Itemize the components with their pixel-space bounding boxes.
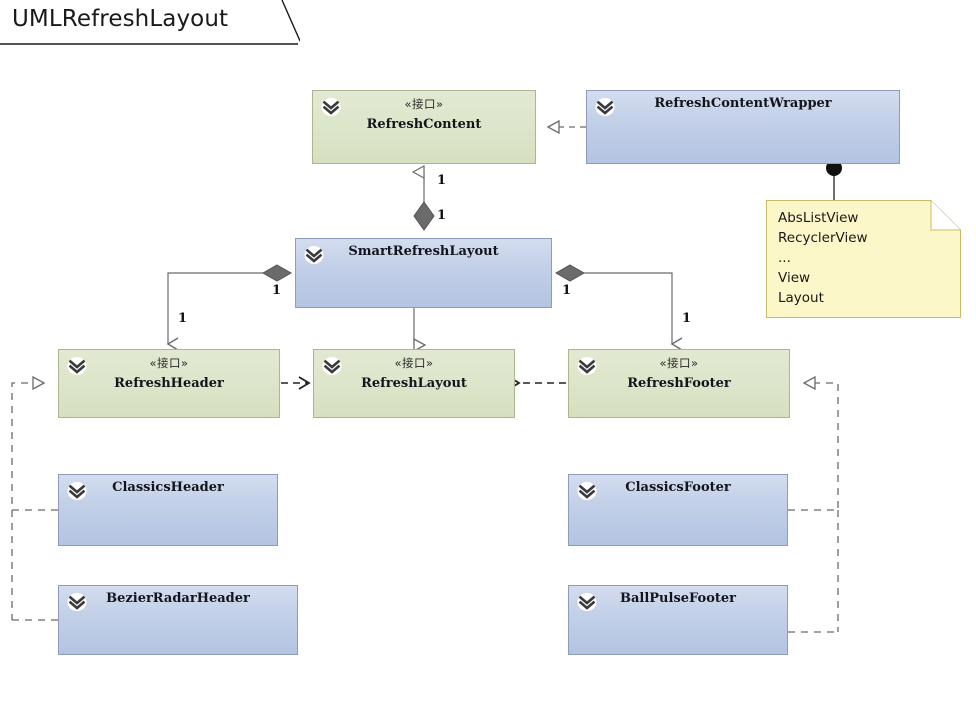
class-name-label: BallPulseFooter: [619, 591, 737, 606]
page-title: UMLRefreshLayout: [12, 6, 229, 32]
multiplicity-m-footer-arrow: 1: [682, 311, 692, 326]
note-line: AbsListView: [778, 210, 859, 226]
class-name-label: ClassicsFooter: [625, 480, 731, 495]
note-line: View: [778, 270, 811, 286]
class-node-refresh-layout[interactable]: «接口» RefreshLayout: [313, 349, 515, 418]
class-node-refresh-footer[interactable]: «接口» RefreshFooter: [568, 349, 790, 418]
double-chevron-down-icon: [67, 593, 87, 611]
double-chevron-down-icon: [321, 97, 341, 117]
class-node-smart-refresh-layout[interactable]: SmartRefreshLayout: [295, 238, 552, 308]
double-chevron-down-icon: [595, 98, 615, 116]
multiplicity-m-header-arrow: 1: [178, 311, 188, 326]
class-node-bezier-radar-header[interactable]: BezierRadarHeader: [58, 585, 298, 655]
edge-srl-composes-header: [166, 264, 293, 351]
class-name-label: RefreshHeader: [114, 376, 224, 391]
double-chevron-down-icon: [577, 481, 597, 501]
stereotype-label: «接口»: [394, 356, 434, 370]
double-chevron-down-icon: [577, 592, 597, 612]
class-name-label: BezierRadarHeader: [106, 591, 250, 606]
class-name-label: RefreshContent: [366, 117, 482, 132]
edge-wrapper-note-link: [826, 160, 842, 200]
double-chevron-down-icon: [595, 97, 615, 117]
note-shape: [766, 200, 961, 318]
class-node-refresh-content-wrapper[interactable]: RefreshContentWrapper: [586, 90, 900, 164]
class-node-refresh-header[interactable]: «接口» RefreshHeader: [58, 349, 280, 418]
stereotype-label: «接口»: [404, 97, 444, 111]
multiplicity-m-header: 1: [272, 283, 282, 298]
class-name-label: RefreshFooter: [627, 376, 731, 391]
diagram-title-tab: UMLRefreshLayout: [0, 0, 301, 48]
title-tab-shape: [0, 0, 301, 45]
class-name-label: RefreshLayout: [361, 376, 467, 391]
edge-srl-composes-footer: [554, 264, 683, 351]
double-chevron-down-icon: [67, 482, 87, 500]
class-node-refresh-content[interactable]: «接口» RefreshContent: [312, 90, 536, 164]
double-chevron-down-icon: [67, 592, 87, 612]
double-chevron-down-icon: [67, 356, 87, 376]
edge-footer-implementations: [788, 375, 839, 633]
double-chevron-down-icon: [67, 481, 87, 501]
double-chevron-down-icon: [577, 356, 597, 376]
class-node-classics-header[interactable]: ClassicsHeader: [58, 474, 278, 546]
stereotype-label: «接口»: [149, 356, 189, 370]
class-node-ball-pulse-footer[interactable]: BallPulseFooter: [568, 585, 788, 655]
note-line: Layout: [778, 290, 824, 306]
double-chevron-down-icon: [577, 482, 597, 500]
class-name-label: SmartRefreshLayout: [348, 244, 499, 259]
double-chevron-down-icon: [322, 356, 342, 376]
multiplicity-m-content-diam: 1: [437, 208, 447, 223]
class-node-classics-footer[interactable]: ClassicsFooter: [568, 474, 788, 546]
double-chevron-down-icon: [321, 98, 341, 116]
stereotype-label: «接口»: [659, 356, 699, 370]
edge-header-implementations: [11, 375, 58, 621]
note-line: RecyclerView: [778, 230, 868, 246]
double-chevron-down-icon: [577, 593, 597, 611]
class-name-label: ClassicsHeader: [112, 480, 224, 495]
double-chevron-down-icon: [304, 246, 324, 264]
double-chevron-down-icon: [322, 357, 342, 375]
double-chevron-down-icon: [67, 357, 87, 375]
note-line: ...: [778, 250, 791, 266]
double-chevron-down-icon: [577, 357, 597, 375]
class-name-label: RefreshContentWrapper: [654, 96, 832, 111]
multiplicity-m-footer: 1: [562, 283, 572, 298]
multiplicity-m-content-top: 1: [437, 173, 447, 188]
double-chevron-down-icon: [304, 245, 324, 265]
edge-srl-composes-content: [414, 172, 435, 231]
